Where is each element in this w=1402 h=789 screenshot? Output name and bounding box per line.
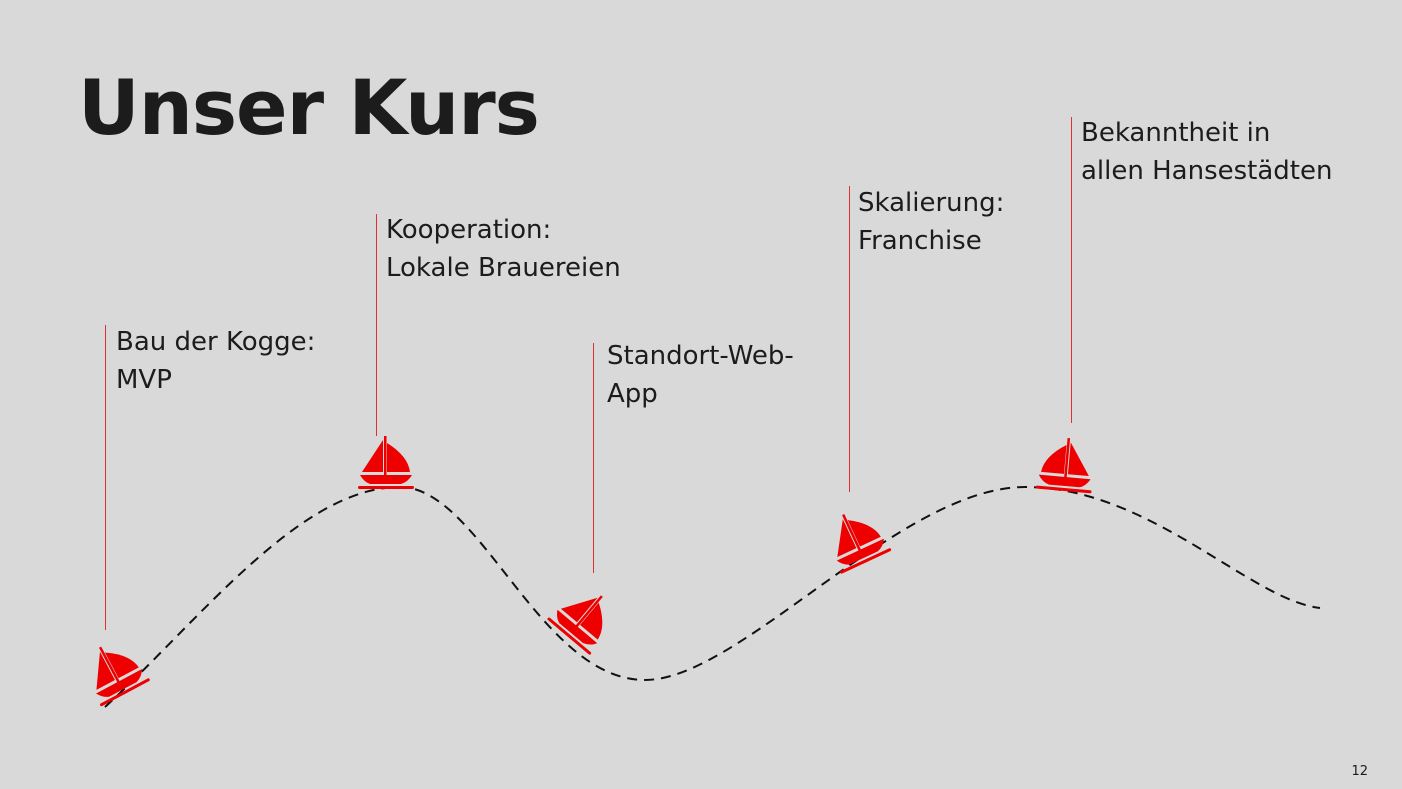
- milestone-5-label-line1: Bekanntheit in: [1081, 118, 1271, 148]
- milestone-1-label-line1: Bau der Kogge:: [116, 327, 316, 357]
- milestone-2-label-line1: Kooperation:: [386, 215, 552, 245]
- sailboat-icon: [356, 430, 416, 490]
- milestone-5-label: Bekanntheit in allen Hansestädten: [1081, 114, 1332, 190]
- milestone-2-label-line2: Lokale Brauereien: [386, 253, 621, 283]
- milestone-2-label: Kooperation: Lokale Brauereien: [386, 211, 621, 287]
- milestone-4-label: Skalierung: Franchise: [858, 184, 1004, 260]
- page-number: 12: [1351, 764, 1368, 779]
- sailboat-icon: [545, 573, 630, 658]
- milestone-1-marker-line: [105, 325, 106, 630]
- milestone-5-marker-line: [1071, 117, 1072, 423]
- milestone-3-label: Standort-Web- App: [607, 337, 794, 413]
- milestone-2-marker-line: [376, 214, 377, 436]
- milestone-4-label-line2: Franchise: [858, 226, 982, 256]
- sailboat-icon: [814, 496, 894, 576]
- sailboat-icon: [1033, 429, 1098, 494]
- milestone-5-label-line2: allen Hansestädten: [1081, 156, 1333, 186]
- milestone-4-label-line1: Skalierung:: [858, 188, 1005, 218]
- milestone-3-label-line2: App: [607, 379, 658, 409]
- milestone-3-label-line1: Standort-Web-: [607, 341, 794, 371]
- milestone-1-label: Bau der Kogge: MVP: [116, 323, 315, 399]
- milestone-1-label-line2: MVP: [116, 365, 172, 395]
- milestone-3-marker-line: [593, 343, 594, 573]
- slide-title: Unser Kurs: [78, 63, 540, 152]
- sailboat-icon: [71, 627, 152, 708]
- milestone-4-marker-line: [849, 186, 850, 492]
